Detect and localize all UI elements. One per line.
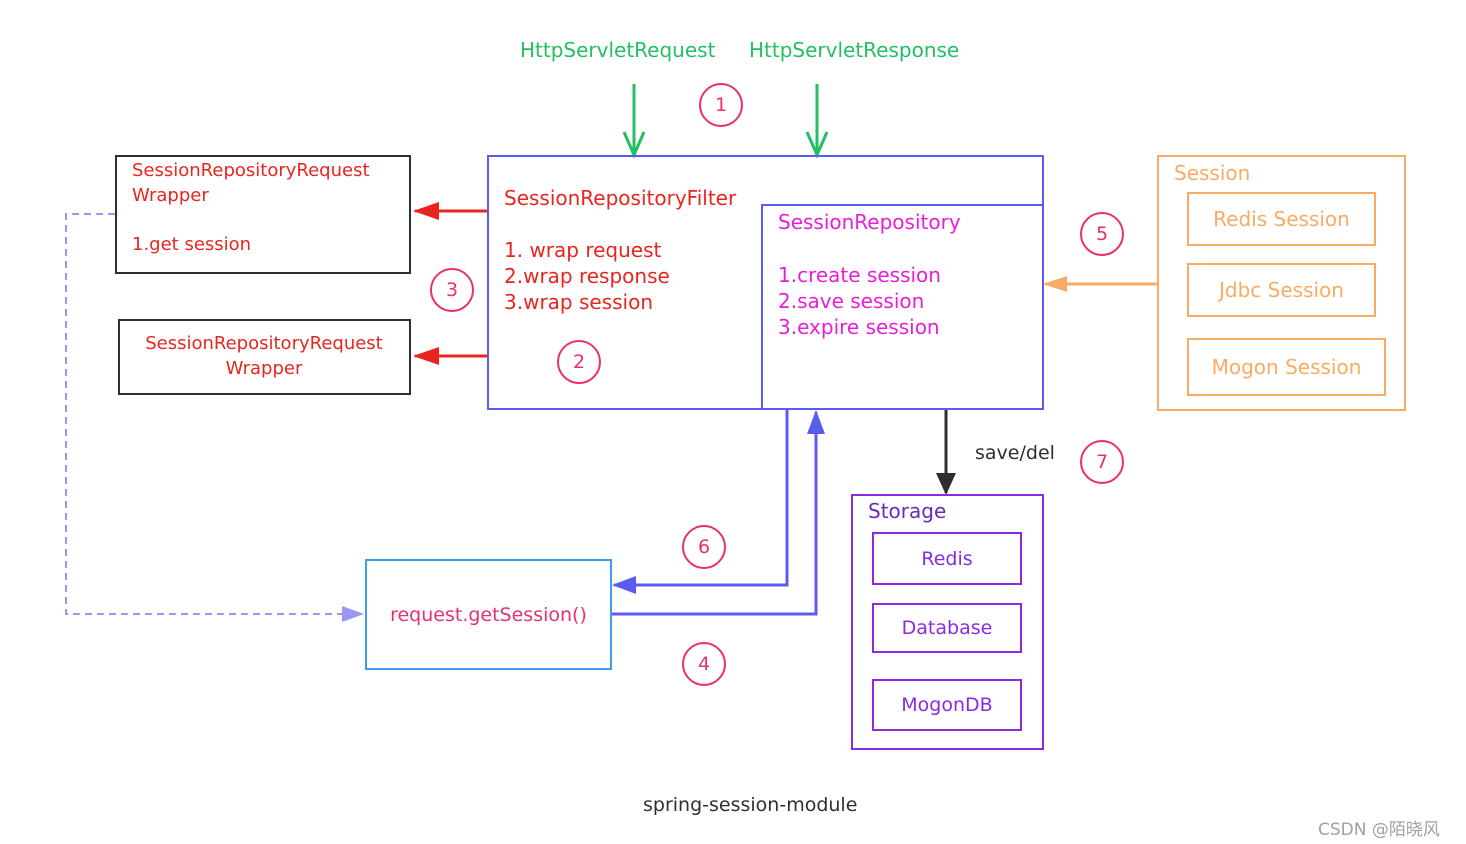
step-number: 6 xyxy=(697,536,711,558)
session-wrapper-title-line1: SessionRepositoryRequest xyxy=(145,333,383,354)
redis-storage-label: Redis xyxy=(921,547,973,570)
step-marker-1: 1 xyxy=(699,83,743,127)
repository-title: SessionRepository xyxy=(778,210,961,234)
repository-item: 3.expire session xyxy=(778,315,940,339)
step-number: 3 xyxy=(445,279,459,301)
session-group-box: Session xyxy=(1157,155,1406,411)
session-group-title: Session xyxy=(1174,161,1251,185)
http-servlet-response-label: HttpServletResponse xyxy=(749,38,960,62)
step-number: 1 xyxy=(714,94,728,116)
mogondb-storage-label: MogonDB xyxy=(901,694,993,716)
request-wrapper-get-session: 1.get session xyxy=(132,234,252,255)
step-marker-4: 4 xyxy=(682,642,726,686)
redis-storage-box: Redis xyxy=(872,532,1022,585)
mogondb-storage-box: MogonDB xyxy=(872,679,1022,731)
session-wrapper-box: SessionRepositoryRequest Wrapper xyxy=(118,319,411,395)
step-number: 7 xyxy=(1095,451,1109,473)
filter-title: SessionRepositoryFilter xyxy=(504,186,737,210)
request-wrapper-title-line2: Wrapper xyxy=(132,185,209,206)
step-number: 2 xyxy=(572,351,586,373)
repository-items: 1.create session 2.save session 3.expire… xyxy=(778,262,941,340)
dashed-wrapper-link xyxy=(65,213,364,622)
diagram-caption: spring-session-module xyxy=(643,794,858,816)
redis-session-box: Redis Session xyxy=(1187,192,1376,246)
storage-title: Storage xyxy=(868,499,947,523)
session-wrapper-title-line2: Wrapper xyxy=(225,358,303,379)
get-session-arrow xyxy=(611,410,825,616)
jdbc-session-box: Jdbc Session xyxy=(1187,263,1376,317)
request-wrapper-title-line1: SessionRepositoryRequest xyxy=(132,160,370,181)
get-session-box: request.getSession() xyxy=(365,559,612,670)
step-marker-6: 6 xyxy=(682,525,726,569)
http-servlet-request-label: HttpServletRequest xyxy=(520,38,716,62)
request-arrow xyxy=(622,84,646,159)
database-storage-label: Database xyxy=(901,617,993,639)
step-marker-7: 7 xyxy=(1080,440,1124,484)
step-number: 4 xyxy=(697,653,711,675)
repository-item: 2.save session xyxy=(778,289,925,313)
watermark: CSDN @陌晓风 xyxy=(1318,820,1440,840)
return-session-arrow xyxy=(612,410,789,594)
save-del-label: save/del xyxy=(975,442,1055,464)
storage-box: Storage xyxy=(851,494,1044,750)
step-marker-2: 2 xyxy=(557,340,601,384)
request-wrapper-box: SessionRepositoryRequest Wrapper 1.get s… xyxy=(115,155,411,274)
session-repository-filter-box: SessionRepositoryFilter 1. wrap request … xyxy=(487,155,1044,410)
step-number: 5 xyxy=(1095,223,1109,245)
get-session-label: request.getSession() xyxy=(390,603,587,626)
database-storage-box: Database xyxy=(872,603,1022,653)
step-marker-5: 5 xyxy=(1080,212,1124,256)
filter-item: 3.wrap session xyxy=(504,290,654,314)
response-arrow xyxy=(805,84,829,159)
jdbc-session-label: Jdbc Session xyxy=(1219,278,1344,302)
mogon-session-box: Mogon Session xyxy=(1187,338,1386,396)
filter-items: 1. wrap request 2.wrap response 3.wrap s… xyxy=(504,237,670,315)
step-marker-3: 3 xyxy=(430,268,474,312)
repository-item: 1.create session xyxy=(778,263,941,287)
session-repository-box: SessionRepository 1.create session 2.sav… xyxy=(761,204,1044,410)
filter-item: 1. wrap request xyxy=(504,238,662,262)
filter-item: 2.wrap response xyxy=(504,264,670,288)
mogon-session-label: Mogon Session xyxy=(1211,355,1362,379)
redis-session-label: Redis Session xyxy=(1213,207,1350,231)
